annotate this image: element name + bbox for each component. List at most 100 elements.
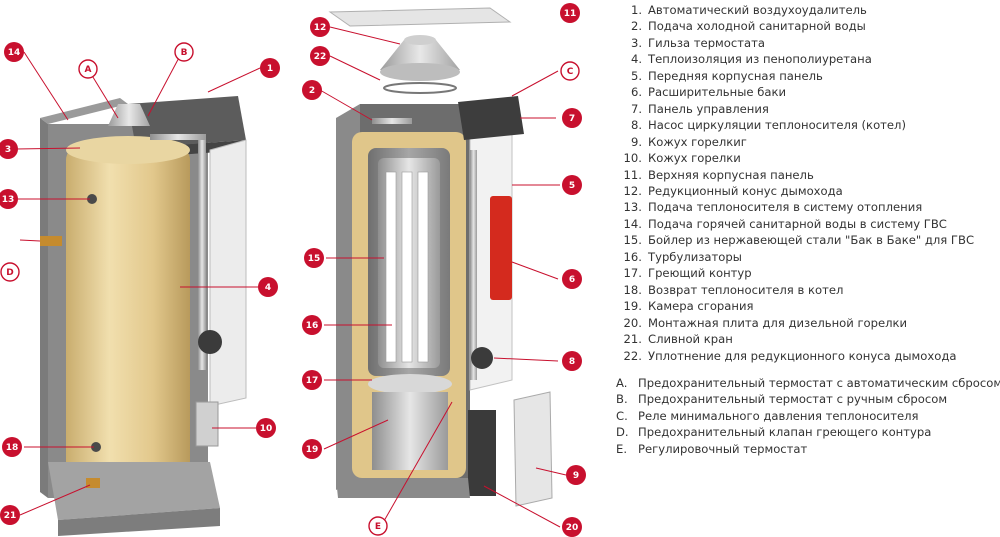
callout-22-label: 22 [314, 52, 327, 62]
legend-item: 14. Подача горячей санитарной воды в сист… [614, 216, 998, 232]
callout-8-label: 8 [569, 357, 575, 367]
legend-item-text: Предохранительный клапан греющего контур… [638, 425, 932, 440]
callout-16: 16 [302, 315, 322, 335]
callout-5-label: 5 [569, 181, 575, 191]
legend-item-number: 6. [630, 85, 642, 100]
callout-D-label: D [6, 268, 13, 278]
legend-item-number: 12. [623, 183, 642, 198]
legend-item-number: 20. [623, 315, 642, 330]
callout-19: 19 [302, 439, 322, 459]
left-valve-d [40, 236, 62, 246]
legend-item-number: A. [616, 376, 628, 390]
callout-8: 8 [562, 351, 582, 371]
legend-item-number: 8. [630, 118, 642, 133]
left-boiler [40, 96, 247, 536]
callout-5: 5 [562, 175, 582, 195]
legend-item: 21.Сливной кран [614, 331, 998, 347]
callout-2: 2 [302, 80, 322, 100]
legend-item: 11.Верхняя корпусная панель [614, 167, 998, 183]
legend-item-text: Верхняя корпусная панель [648, 167, 814, 182]
callout-19-label: 19 [306, 445, 319, 455]
callout-13: 13 [0, 189, 18, 209]
callout-E-label: E [375, 522, 381, 532]
legend-item-number: 9. [630, 134, 642, 149]
legend-item: 20.Монтажная плита для дизельной горелки [614, 315, 998, 331]
callout-12-label: 12 [314, 23, 327, 33]
legend-item-number: 15. [623, 233, 642, 248]
left-top-cone [108, 104, 150, 126]
left-tank [66, 146, 190, 490]
legend-item-text: Уплотнение для редукционного конуса дымо… [648, 348, 957, 363]
legend-item: 7.Панель управления [614, 101, 998, 117]
legend-item-number: D. [616, 425, 629, 440]
legend-item-number: C. [616, 408, 628, 423]
callout-B: B [174, 42, 194, 62]
left-pump [198, 330, 222, 354]
legend-item-number: 16. [623, 249, 642, 264]
legend-item: 16.Турбулизаторы [614, 249, 998, 265]
callout-17: 17 [302, 370, 322, 390]
legend-item-number: 14. [623, 216, 642, 231]
left-drain-valve [86, 478, 100, 488]
legend-item-text: Автоматический воздухоудалитель [648, 3, 867, 17]
legend-item-text: Кожух горелки [648, 151, 741, 166]
legend-item-number: 13. [623, 200, 642, 215]
left-base [48, 462, 220, 520]
right-control-panel [458, 96, 524, 140]
right-cone-gasket [383, 82, 457, 94]
legend-item-number: E. [616, 441, 628, 456]
legend-item-text: Редукционный конус дымохода [648, 183, 843, 198]
legend-item: 18.Возврат теплоносителя в котел [614, 282, 998, 298]
legend-item-text: Предохранительный термостат с ручным сбр… [638, 392, 948, 407]
legend-item-text: Насос циркуляции теплоносителя (котел) [648, 118, 906, 133]
legend-item-text: Передняя корпусная панель [648, 68, 823, 83]
legend-item: 1.Автоматический воздухоудалитель [614, 2, 998, 18]
right-top-panel [328, 7, 512, 27]
callout-E: E [368, 516, 388, 536]
legend-item-text: Гильза термостата [648, 35, 765, 50]
callout-7: 7 [562, 108, 582, 128]
left-pipe-top [150, 134, 206, 140]
legend-item-text: Возврат теплоносителя в котел [648, 282, 844, 297]
legend-item-text: Подача горячей санитарной воды в систему… [648, 216, 947, 231]
legend-item: 6. Расширительные баки [614, 84, 998, 100]
right-flue-cone [380, 40, 460, 70]
callout-21-label: 21 [4, 511, 17, 521]
legend-item: B.Предохранительный термостат с ручным с… [614, 391, 998, 407]
left-side-panel [40, 118, 48, 498]
legend-item: 12. Редукционный конус дымохода [614, 183, 998, 199]
callout-18-label: 18 [6, 443, 19, 453]
legend-item-text: Сливной кран [648, 332, 733, 347]
right-expansion-tank [490, 196, 512, 300]
legend-item: 19.Камера сгорания [614, 298, 998, 314]
right-flue-cone-top [404, 35, 436, 45]
legend-item-text: Панель управления [648, 101, 769, 116]
callout-13-label: 13 [2, 195, 15, 205]
legend-item-number: 5. [630, 68, 642, 83]
legend-item-text: Бойлер из нержавеющей стали "Бак в Баке"… [648, 233, 975, 248]
callout-9-label: 9 [573, 471, 579, 481]
left-base-front [58, 508, 220, 536]
right-pipe-vertical [470, 150, 477, 380]
callout-C: C [560, 61, 580, 81]
callout-6: 6 [562, 269, 582, 289]
callout-C-label: C [567, 67, 574, 77]
legend-item-number: 3. [630, 35, 642, 50]
boiler-diagram: 14 1 3 13 4 10 18 21 12 11 22 2 7 5 6 15… [0, 3, 586, 537]
callout-21: 21 [0, 505, 20, 525]
legend-item-text: Расширительные баки [648, 85, 786, 100]
legend-item: A.Предохранительный термостат с автомати… [614, 375, 1000, 391]
right-flue-cone-base [380, 63, 460, 81]
callout-18: 18 [2, 437, 22, 457]
callout-16-label: 16 [306, 321, 319, 331]
legend-item: 8. Насос циркуляции теплоносителя (котел) [614, 117, 998, 133]
legend-item: D. Предохранительный клапан греющего конт… [614, 424, 998, 440]
right-combustion-chamber [372, 392, 448, 470]
right-burner-cover [513, 391, 553, 507]
right-turbulators [385, 171, 429, 363]
legend-item: 10.Кожух горелки [614, 150, 998, 166]
legend-item-number: 17. [623, 266, 642, 281]
legend-item-text: Кожух горелкиг [648, 134, 747, 149]
left-pipe-vertical [198, 140, 206, 370]
